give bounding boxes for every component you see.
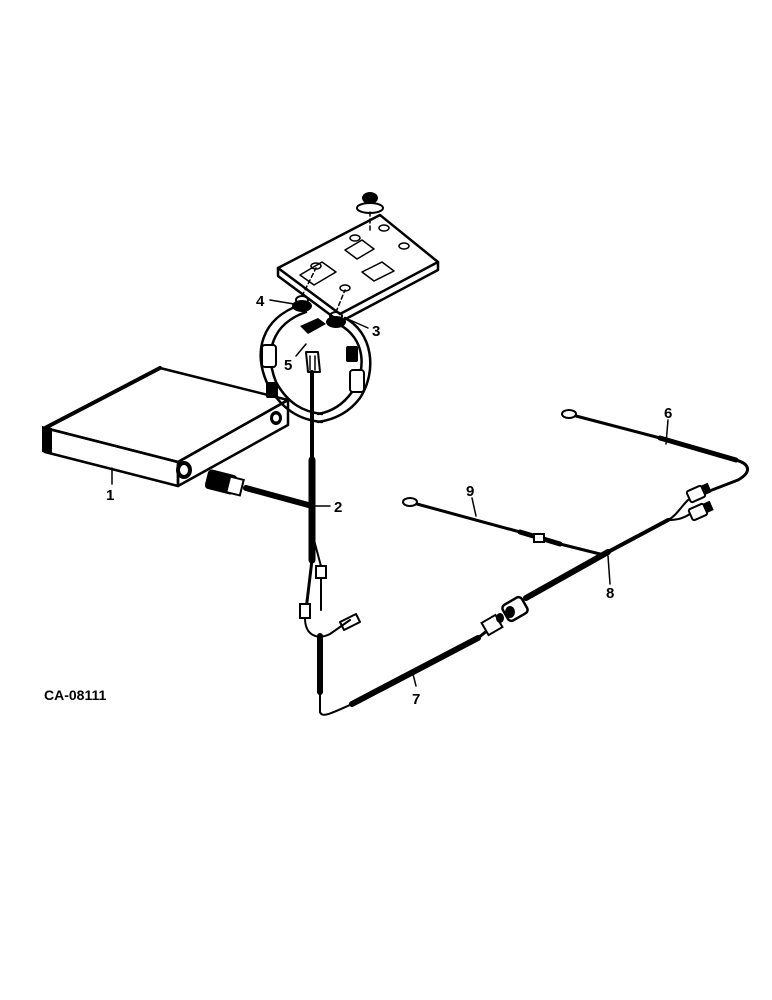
figure-id: CA-08111 bbox=[44, 687, 106, 703]
callout-1: 1 bbox=[106, 487, 114, 504]
callout-6: 6 bbox=[664, 405, 672, 422]
callout-4: 4 bbox=[256, 293, 265, 310]
callout-8: 8 bbox=[606, 585, 614, 602]
grommet-4 bbox=[292, 267, 317, 312]
extension-cable-8 bbox=[501, 482, 714, 623]
extension-cable-7 bbox=[319, 613, 504, 716]
lead-wire-6 bbox=[561, 409, 749, 492]
callout-7: 7 bbox=[412, 691, 420, 708]
leader-lines bbox=[111, 299, 669, 687]
callout-3: 3 bbox=[372, 323, 380, 340]
main-harness bbox=[204, 370, 361, 713]
mounting-knob bbox=[356, 192, 384, 233]
callout-2: 2 bbox=[334, 499, 342, 516]
grommet-3 bbox=[326, 289, 346, 328]
connector-block-5 bbox=[300, 318, 326, 373]
mounting-bracket bbox=[276, 213, 440, 324]
wiring-harness-loop bbox=[259, 303, 372, 424]
callout-5: 5 bbox=[284, 357, 292, 374]
control-box bbox=[42, 366, 290, 488]
lead-wire-9 bbox=[402, 497, 602, 556]
callout-9: 9 bbox=[466, 483, 474, 500]
